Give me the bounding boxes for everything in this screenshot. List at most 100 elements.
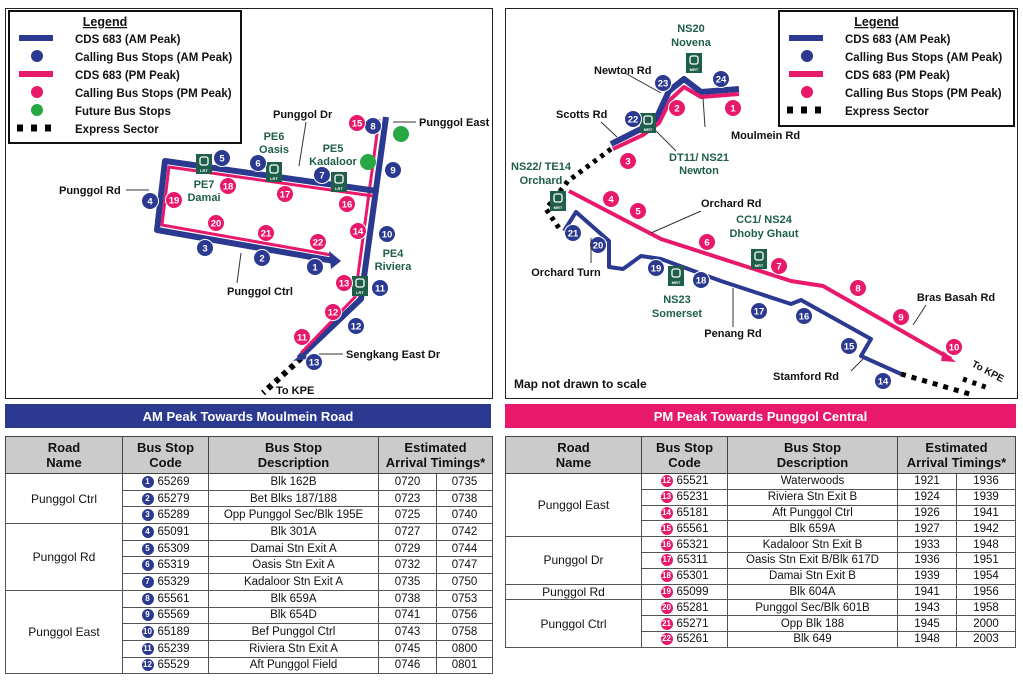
header-text: Code <box>668 455 701 470</box>
arrival-time-2: 0756 <box>436 606 493 625</box>
description: Opp Blk 188 <box>727 615 898 632</box>
stop-number: 12 <box>351 322 362 333</box>
pm-route <box>612 85 740 151</box>
road-name: Punggol East <box>5 589 123 675</box>
header-text: Bus Stop <box>136 440 195 455</box>
code-text: 65091 <box>157 525 190 538</box>
arrival-time-1: 0745 <box>378 639 437 658</box>
stop-number-badge: 2 <box>141 492 154 505</box>
arrival-time-2: 1939 <box>956 488 1016 506</box>
pm-bus-stop: 12 <box>324 303 342 321</box>
legend-am-route: CDS 683 (AM Peak) <box>845 34 951 46</box>
stop-number: 3 <box>202 244 207 255</box>
arrival-time-1: 1945 <box>897 615 957 632</box>
map-label: Orchard Rd <box>701 198 762 210</box>
stop-number: 5 <box>635 207 641 218</box>
map-label: PE4 <box>383 248 405 260</box>
pm-bus-stop: 1 <box>724 99 742 117</box>
arrival-time-1: 0732 <box>378 556 437 575</box>
leader-line <box>600 121 618 138</box>
station-type-label: MRT <box>644 127 653 132</box>
leader-line <box>236 252 242 284</box>
express-sector <box>962 376 992 392</box>
stop-number: 3 <box>625 157 630 168</box>
pm-bus-stop: 3 <box>619 152 637 170</box>
arrival-time-1: 0743 <box>378 623 437 641</box>
stop-number: 22 <box>628 115 639 126</box>
map-label: Punggol Ctrl <box>227 286 293 298</box>
am-bus-stop: 22 <box>624 110 642 128</box>
map-label: Orchard <box>520 175 563 187</box>
map-label: Penang Rd <box>704 328 761 340</box>
rail-station-icon: LRT <box>352 276 368 296</box>
stop-number: 15 <box>844 342 855 353</box>
stop-number-badge: 3 <box>141 509 154 522</box>
road-name: Punggol East <box>505 472 642 538</box>
stop-number: 19 <box>169 196 180 207</box>
road-name: Punggol Dr <box>505 536 642 585</box>
stop-number: 9 <box>898 313 903 324</box>
stop-number-badge: 11 <box>141 642 154 655</box>
stop-number: 16 <box>342 200 353 211</box>
map-label: Punggol East <box>419 117 490 129</box>
pm-table-banner: PM Peak Towards Punggol Central <box>505 404 1016 428</box>
header-text: Description <box>776 455 849 470</box>
rail-station-icon: MRT <box>751 249 767 269</box>
header-text: Description <box>257 455 330 470</box>
map-label: Riviera <box>375 261 413 273</box>
arrival-time-1: 1927 <box>897 520 957 538</box>
leader-line <box>850 358 864 372</box>
pm-route <box>299 118 381 355</box>
pm-bus-stop: 19 <box>165 191 183 209</box>
code-text: 65521 <box>676 475 709 488</box>
am-bus-stop: 18 <box>692 271 710 289</box>
stop-number-badge: 17 <box>660 554 673 567</box>
description: Oasis Stn Exit A <box>208 556 379 575</box>
legend-pm-stops: Calling Bus Stops (PM Peak) <box>845 88 1002 100</box>
legend-pm-route: CDS 683 (PM Peak) <box>845 70 950 82</box>
code-text: 65279 <box>157 492 190 505</box>
map-label: NS20 <box>677 23 705 35</box>
pm_route-swatch <box>789 71 823 77</box>
pm-bus-stop: 13 <box>335 274 353 292</box>
am-bus-stop: 1 <box>306 258 324 276</box>
stop-number-badge: 15 <box>660 522 673 535</box>
description: Aft Punggol Field <box>208 656 379 675</box>
rail-station-icon: MRT <box>686 53 702 73</box>
code-text: 65561 <box>676 522 709 535</box>
am-bus-stop: 20 <box>589 236 607 254</box>
stop-number: 10 <box>382 230 393 241</box>
map-label: Sengkang East Dr <box>346 349 441 361</box>
station-type-label: LRT <box>270 176 278 181</box>
stop-number: 18 <box>223 182 234 193</box>
arrival-time-1: 1943 <box>897 599 957 617</box>
arrival-time-1: 0723 <box>378 489 437 508</box>
stop-number: 12 <box>328 308 339 319</box>
pm-bus-stop: 21 <box>257 224 275 242</box>
code-text: 65181 <box>676 507 709 519</box>
pm-bus-stop: 15 <box>348 114 366 132</box>
am_route-swatch <box>19 35 53 41</box>
future-bus-stop <box>360 154 376 170</box>
stop-number-badge: 4 <box>141 525 154 538</box>
map-label: NS23 <box>663 294 691 306</box>
stop-number-badge: 21 <box>660 617 673 630</box>
station-type-label: LRT <box>200 168 208 173</box>
stop-number: 13 <box>339 279 350 290</box>
am-bus-stop: 5 <box>213 149 231 167</box>
road-name: Punggol Rd <box>5 523 123 591</box>
description: Blk 604A <box>727 583 898 601</box>
stop-number: 8 <box>855 284 860 295</box>
